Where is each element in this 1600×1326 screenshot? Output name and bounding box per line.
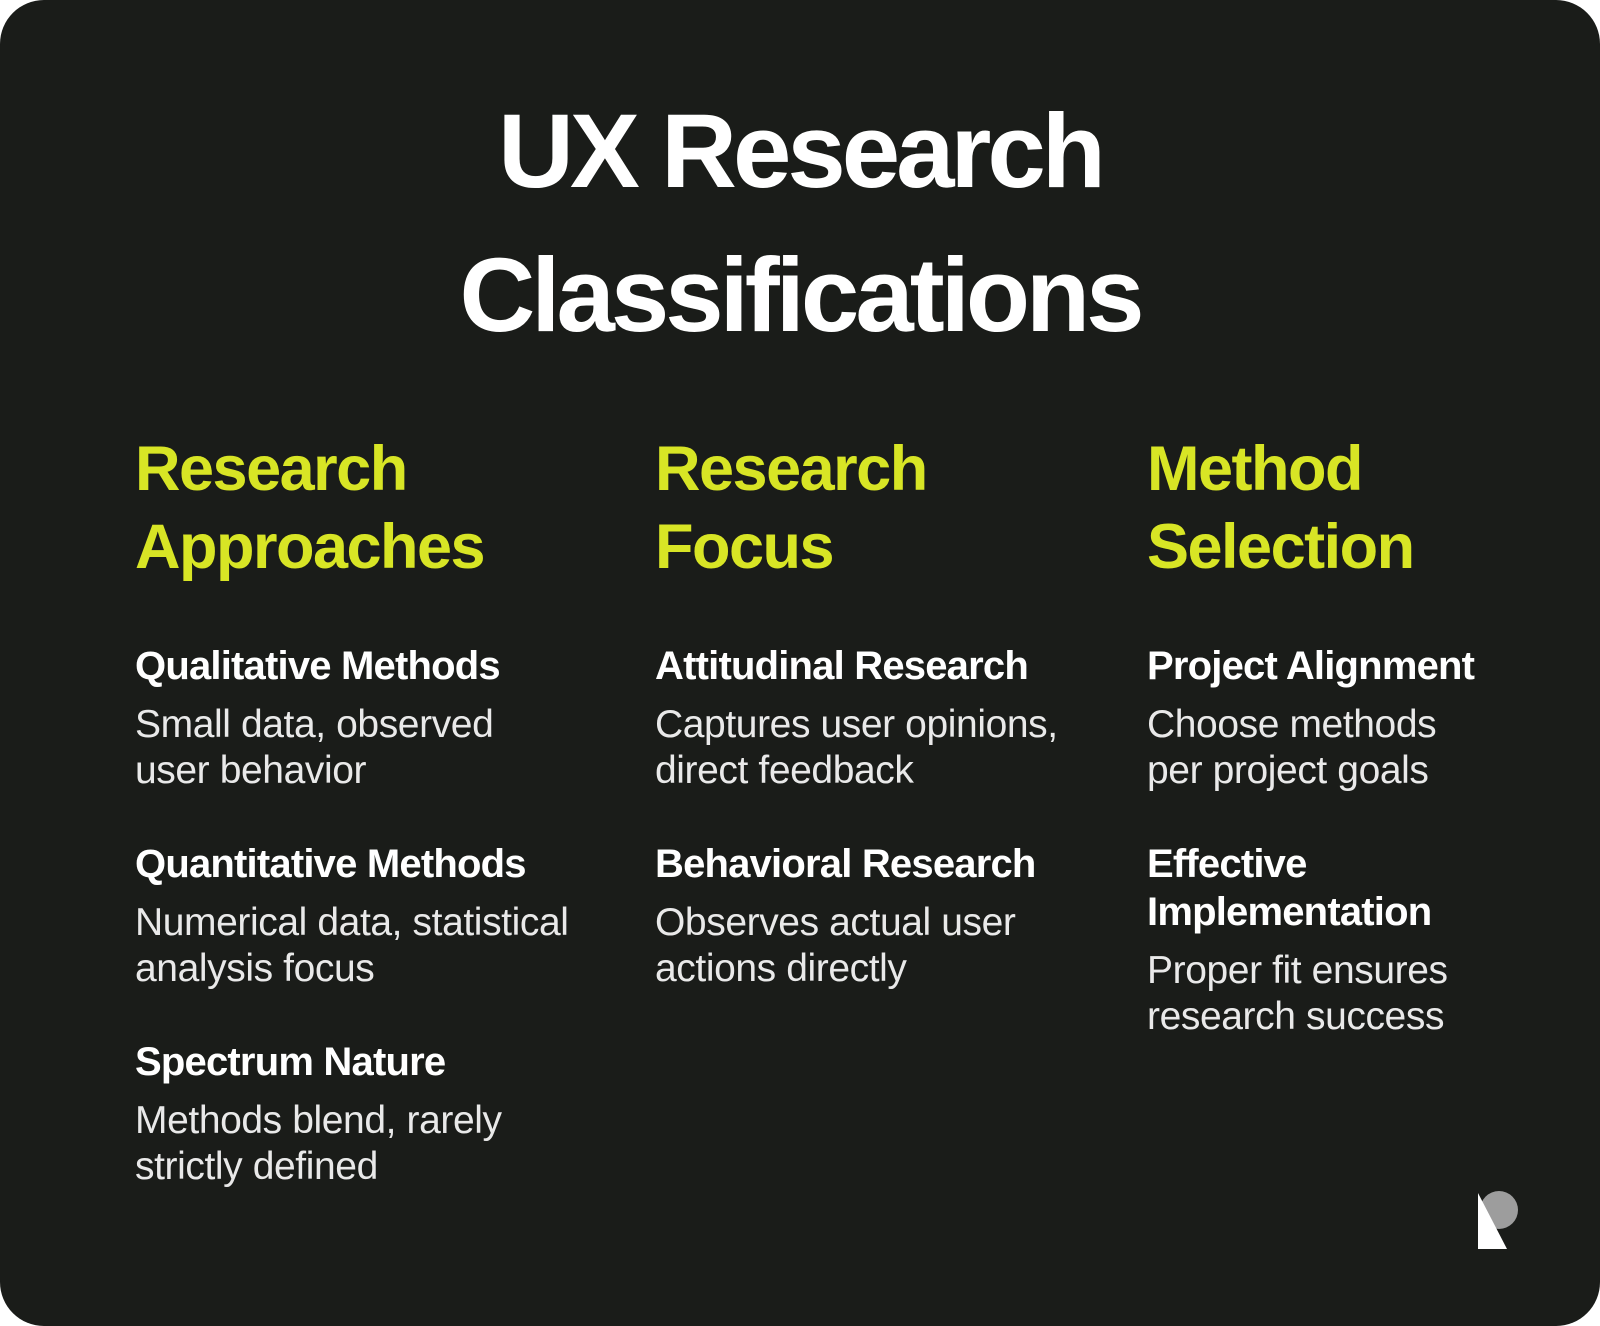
columns-container: Research Approaches Qualitative Methods … — [135, 430, 1560, 1236]
column-method-selection: Method Selection Project Alignment Choos… — [1147, 430, 1560, 1236]
section-body: Captures user opinions, direct feedback — [655, 703, 1058, 792]
section-title: Effective Implementation — [1147, 842, 1432, 934]
section-behavioral-research: Behavioral Research Observes actual user… — [655, 840, 1147, 992]
section-attitudinal-research: Attitudinal Research Captures user opini… — [655, 642, 1147, 794]
section-title: Quantitative Methods — [135, 842, 527, 886]
section-body: Methods blend, rarely strictly defined — [135, 1099, 502, 1188]
section-qualitative-methods: Qualitative Methods Small data, observed… — [135, 642, 655, 794]
r-logo — [1478, 1191, 1518, 1249]
section-body: Observes actual user actions directly — [655, 901, 1016, 990]
column-heading-research-focus: Research Focus — [655, 434, 928, 582]
section-title: Project Alignment — [1147, 644, 1475, 688]
column-research-approaches: Research Approaches Qualitative Methods … — [135, 430, 655, 1236]
section-body: Small data, observed user behavior — [135, 703, 494, 792]
section-body: Proper fit ensures research success — [1147, 949, 1448, 1038]
page-title: UX Research Classifications — [459, 93, 1144, 354]
section-title: Qualitative Methods — [135, 644, 501, 688]
section-quantitative-methods: Quantitative Methods Numerical data, sta… — [135, 840, 655, 992]
section-spectrum-nature: Spectrum Nature Methods blend, rarely st… — [135, 1038, 655, 1190]
column-heading-method-selection: Method Selection — [1147, 434, 1415, 582]
section-title: Attitudinal Research — [655, 644, 1029, 688]
column-research-focus: Research Focus Attitudinal Research Capt… — [655, 430, 1147, 1236]
column-heading-research-approaches: Research Approaches — [135, 434, 486, 582]
section-title: Spectrum Nature — [135, 1040, 446, 1084]
section-title: Behavioral Research — [655, 842, 1036, 886]
section-project-alignment: Project Alignment Choose methods per pro… — [1147, 642, 1560, 794]
r-logo-triangle-shape — [1478, 1193, 1507, 1249]
section-effective-implementation: Effective Implementation Proper fit ensu… — [1147, 840, 1560, 1040]
section-body: Choose methods per project goals — [1147, 703, 1437, 792]
section-body: Numerical data, statistical analysis foc… — [135, 901, 569, 990]
